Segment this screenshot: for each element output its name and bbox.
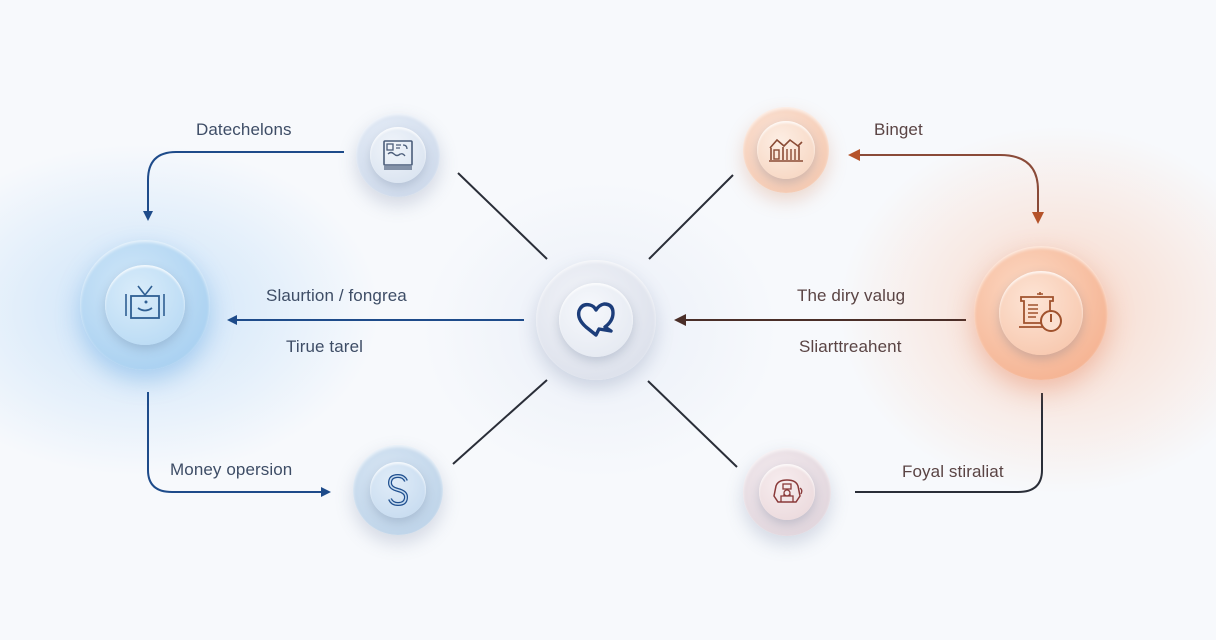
dollar-s-icon [387,473,409,507]
label-slaurtion-fongrea: Slaurtion / fongrea [266,286,407,305]
tv-smiley-icon [125,285,165,319]
dashboard-document-icon [383,140,413,170]
connector-center-bottom-right [647,380,738,468]
label-sliarttreahent: Sliarttreahent [799,337,902,356]
node-left[interactable] [80,240,210,370]
node-bottom-right[interactable] [743,448,831,536]
buildings-icon [769,138,803,162]
label-tirue-tarel: Tirue tarel [286,337,363,356]
connector-center-top-left [457,172,548,260]
node-top-left[interactable] [356,113,440,197]
node-center[interactable] [536,260,656,380]
label-binget: Binget [874,120,923,139]
document-clock-icon [1019,292,1062,332]
connector-center-top-right [648,174,734,260]
label-datechelons: Datechelons [196,120,292,139]
connector-center-bottom-left [452,379,548,465]
machine-emblem-icon [773,479,803,503]
edge-binget [999,154,1044,224]
edge-foyal-stiraliat [855,393,1043,493]
label-the-diry-valug: The diry valug [797,286,906,305]
edge-datechelons [143,151,344,221]
node-bottom-left[interactable] [353,445,443,535]
node-top-right[interactable] [743,107,829,193]
label-money-opersion: Money opersion [170,460,293,479]
node-right[interactable] [974,246,1108,380]
heart-chat-icon [576,302,615,337]
label-foyal-stiraliat: Foyal stiraliat [902,462,1004,481]
edge-money-opersion [147,392,331,497]
